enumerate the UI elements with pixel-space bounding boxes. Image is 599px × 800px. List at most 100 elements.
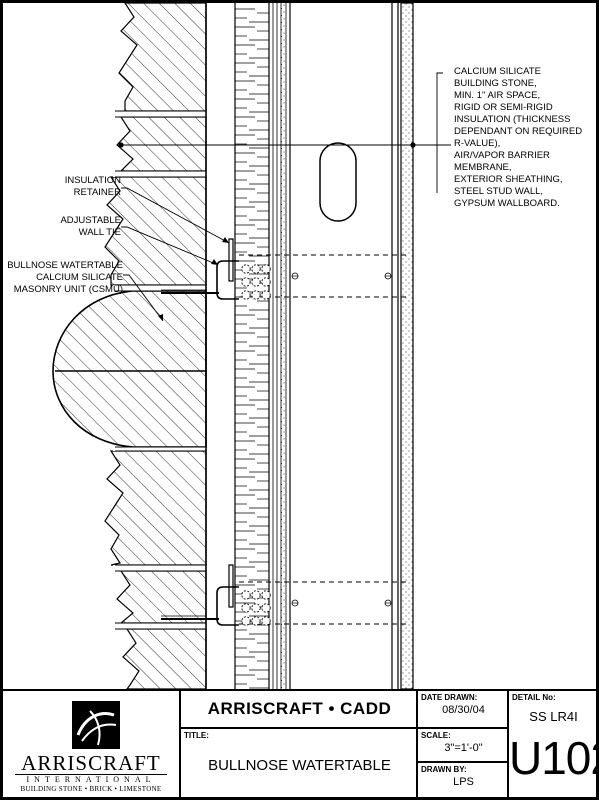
- company-cell: ARRISCRAFT • CADD: [179, 691, 416, 729]
- callout-line: DEPENDANT ON REQUIRED: [454, 126, 583, 137]
- brand-subtitle: INTERNATIONAL: [26, 775, 156, 784]
- title-cell: TITLE: BULLNOSE WATERTABLE: [179, 729, 416, 797]
- logo-cell: ARRISCRAFT INTERNATIONAL BUILDING STONE …: [3, 691, 179, 797]
- fastener-icon: [241, 264, 251, 274]
- insulation-retainer: [228, 238, 234, 282]
- callout-line: CALCIUM SILICATE: [36, 272, 123, 283]
- wall-tie-loop: [216, 260, 239, 300]
- detail-code: SS LR4I: [529, 709, 578, 724]
- stone-veneer: [52, 3, 207, 689]
- callout-line: RIGID OR SEMI-RIGID: [454, 102, 553, 113]
- fastener-icon: [241, 290, 251, 300]
- mortar-joint: [113, 623, 206, 629]
- callout-line: STEEL STUD WALL,: [454, 186, 544, 197]
- insulation-retainer: [228, 564, 234, 608]
- scale-value: 3"=1'-0": [444, 742, 483, 754]
- arriscraft-logo-icon: [72, 701, 120, 749]
- leader-line: [121, 226, 219, 266]
- callout-line: GYPSUM WALLBOARD.: [454, 198, 560, 209]
- detail-cell: DETAIL No: SS LR4I U102: [507, 691, 599, 797]
- fastener-icon: [261, 264, 271, 274]
- wall-ties: [161, 238, 271, 626]
- scale-cell: SCALE: 3"=1'-0": [416, 729, 507, 763]
- callout-line: INSULATION: [64, 175, 121, 186]
- mortar-joint: [113, 565, 206, 571]
- brand-tagline: BUILDING STONE • BRICK • LIMESTONE: [20, 785, 162, 793]
- fastener-icon: [261, 603, 271, 613]
- mortar-joint: [113, 171, 206, 177]
- callout-line: MIN. 1" AIR SPACE,: [454, 90, 541, 101]
- title-block: ARRISCRAFT INTERNATIONAL BUILDING STONE …: [3, 689, 599, 797]
- mortar-joint: [113, 111, 206, 117]
- callout-line: BULLNOSE WATERTABLE: [7, 260, 123, 271]
- leader-arrow: [222, 237, 229, 243]
- detail-number: U102: [509, 732, 599, 784]
- date-cell: DATE DRAWN: 08/30/04: [416, 691, 507, 729]
- date-value: 08/30/04: [442, 704, 485, 716]
- cavity-layers: [205, 3, 414, 689]
- stone-course: [104, 450, 207, 566]
- mortar-joint: [113, 285, 206, 291]
- callout-line: WALL TIE: [78, 227, 121, 238]
- leader-dot: [410, 142, 416, 148]
- fastener-icon: [261, 290, 271, 300]
- leader-dot: [118, 142, 124, 148]
- sheathing-fill: [281, 3, 286, 689]
- brand-name: ARRISCRAFT: [21, 751, 161, 775]
- fastener-icon: [251, 264, 261, 274]
- fastener-icon: [241, 590, 251, 600]
- fastener-icon: [251, 277, 261, 287]
- leader-arrow: [158, 314, 163, 321]
- drawn-by-cell: DRAWN BY: LPS: [416, 763, 507, 797]
- mortar-joint: [113, 447, 206, 451]
- callout-line: R-VALUE),: [454, 138, 501, 149]
- fastener-icon: [251, 603, 261, 613]
- drawn-by-value: LPS: [453, 776, 474, 788]
- brand-divider: [15, 774, 167, 775]
- wall-tie-loop: [216, 586, 239, 626]
- callout-line: EXTERIOR SHEATHING,: [454, 174, 563, 185]
- fastener-icon: [261, 277, 271, 287]
- callout-line: CALCIUM SILICATE: [454, 66, 541, 77]
- detail-label: DETAIL No:: [512, 693, 556, 702]
- fastener-icon: [251, 590, 261, 600]
- leader-line: [121, 187, 230, 244]
- drawn-by-label: DRAWN BY:: [421, 765, 467, 774]
- company-name: ARRISCRAFT • CADD: [207, 699, 392, 718]
- leader-line: [436, 72, 443, 193]
- leader-arrow: [211, 259, 218, 265]
- callout-line: ADJUSTABLE: [60, 215, 121, 226]
- date-label: DATE DRAWN:: [421, 693, 478, 702]
- stone-course: [116, 570, 207, 624]
- fastener-icon: [251, 290, 261, 300]
- callout-line: MASONRY UNIT (CSMU): [13, 284, 123, 295]
- callout-line: BUILDING STONE,: [454, 78, 537, 89]
- stone-course: [118, 3, 207, 112]
- fastener-icon: [251, 616, 261, 626]
- leader-lines: [118, 72, 451, 322]
- fastener-icon: [241, 277, 251, 287]
- title-label: TITLE:: [184, 731, 209, 740]
- bullnose-watertable: [52, 290, 207, 448]
- wall-section-svg: [52, 3, 451, 689]
- drawing-title: BULLNOSE WATERTABLE: [208, 757, 391, 774]
- gypsum-wallboard: [400, 3, 414, 689]
- callout-line: INSULATION (THICKNESS: [454, 114, 571, 125]
- callout-line: MEMBRANE,: [454, 162, 512, 173]
- stone-course: [122, 628, 207, 689]
- callout-line: AIR/VAPOR BARRIER: [454, 150, 550, 161]
- stud-knockout: [319, 142, 357, 222]
- fastener-icon: [241, 603, 251, 613]
- fastener-icon: [261, 590, 271, 600]
- fastener-icon: [241, 616, 251, 626]
- stone-course: [116, 116, 207, 172]
- fastener-icon: [261, 616, 271, 626]
- leader-line: [123, 274, 164, 322]
- callout-line: RETAINER: [73, 187, 121, 198]
